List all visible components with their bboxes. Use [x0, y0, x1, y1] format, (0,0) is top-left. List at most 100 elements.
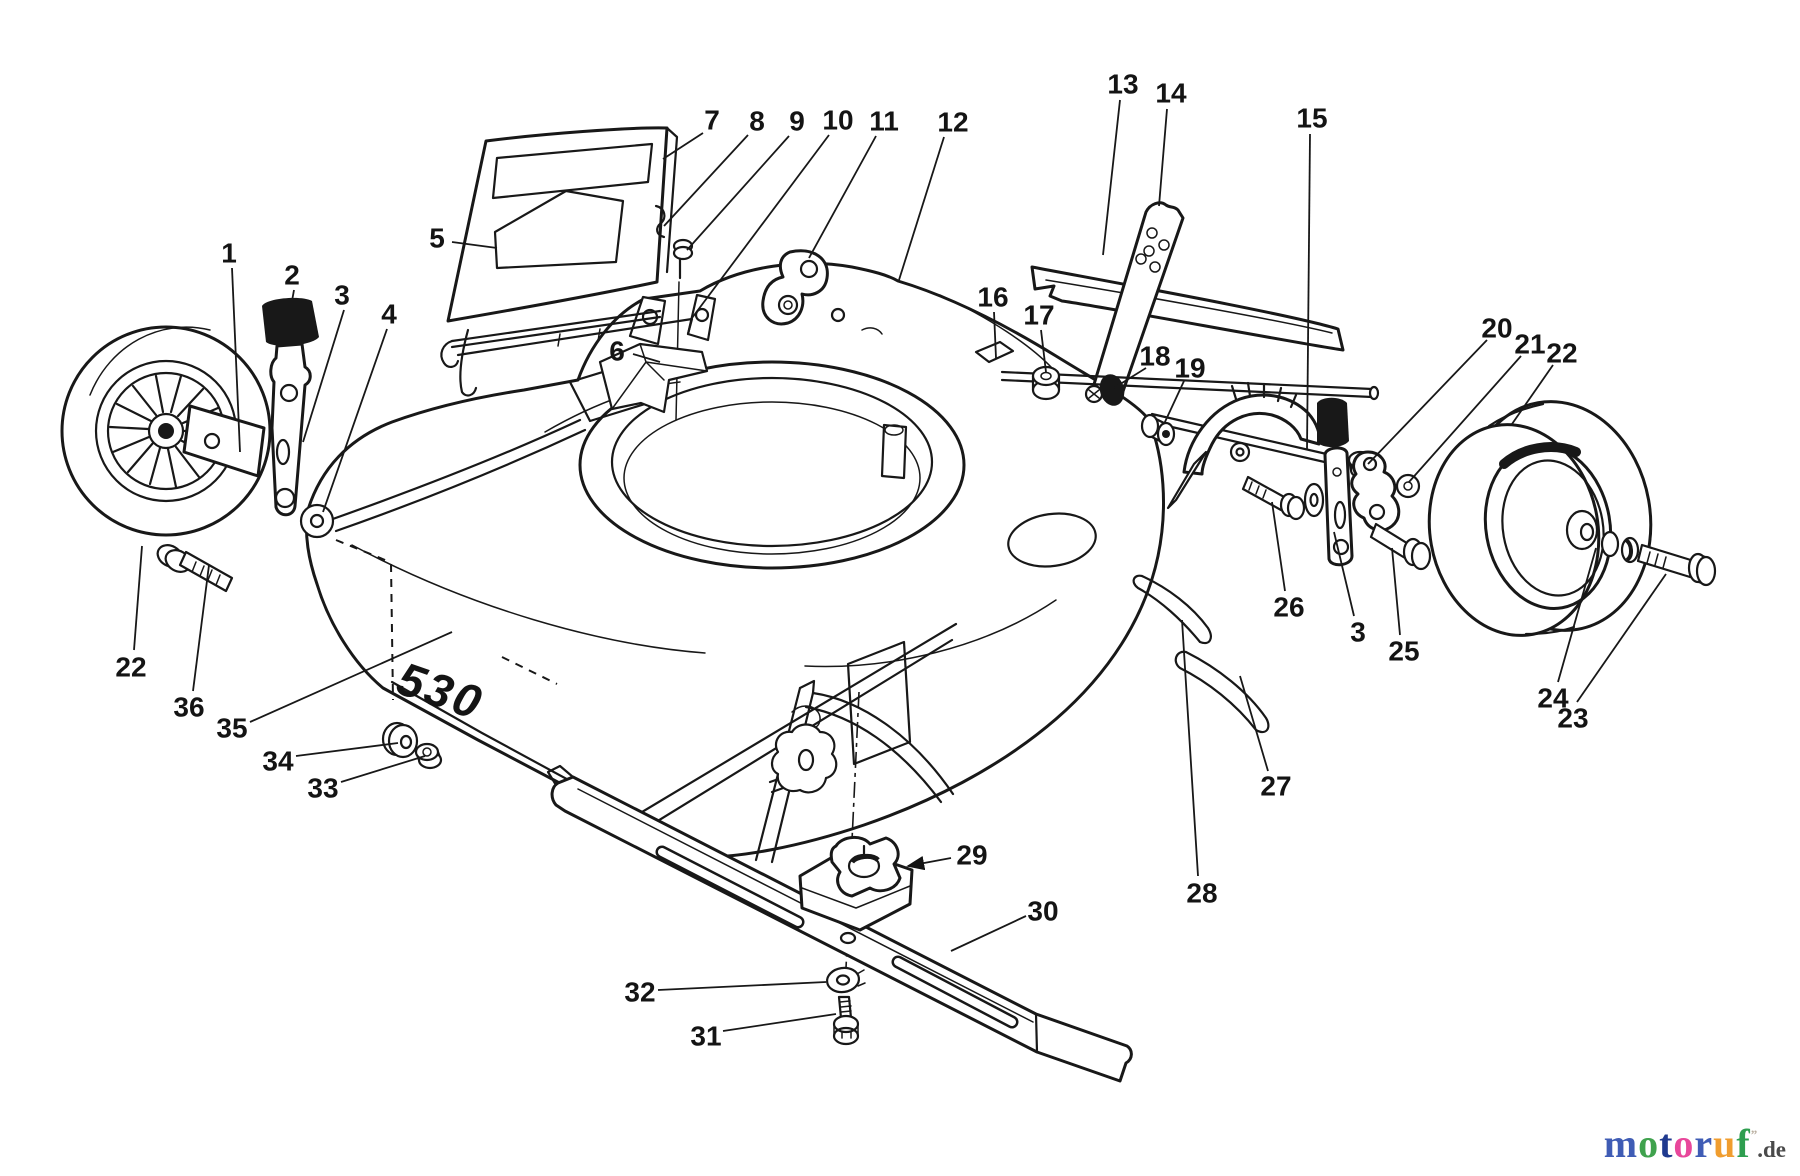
logo-letter: o	[1673, 1121, 1695, 1166]
adapter-flange-edge	[801, 885, 911, 909]
rim-inner	[1501, 459, 1605, 597]
ring-inner-floor	[623, 401, 921, 555]
deck-dash-line-a	[335, 539, 391, 563]
callout-leader-line	[249, 631, 453, 723]
axle-bolt-head-facets	[1697, 553, 1707, 586]
wheel-bolt-shaft	[178, 550, 234, 593]
lock-washer-outer	[825, 966, 861, 994]
callout-label: 7	[704, 105, 720, 136]
axle-bolt-shaft	[1636, 543, 1696, 579]
bolt-threads	[1248, 481, 1267, 499]
callout-leader-line	[1102, 99, 1121, 256]
deck-post-hole	[830, 307, 846, 323]
callout-leader-line	[1239, 675, 1269, 772]
callout-label: 4	[381, 299, 397, 330]
rod-end-cap	[1368, 385, 1380, 401]
callout-label: 6	[609, 336, 625, 367]
callout-leader-line	[1306, 133, 1311, 451]
wire-clips	[557, 328, 601, 347]
callout-label: 15	[1296, 103, 1327, 134]
callout-label: 22	[1546, 338, 1577, 369]
front-hardware	[381, 721, 443, 770]
callout-leader-line	[192, 564, 210, 692]
adjust-hole	[1135, 253, 1147, 265]
lever-pivot	[1229, 441, 1251, 463]
adjust-hole	[1149, 261, 1161, 273]
callout-leader-line	[722, 1013, 837, 1032]
spring-wire-upper	[450, 309, 662, 343]
axle-washer	[1395, 473, 1421, 499]
callout-label: 11	[869, 106, 899, 137]
logo-letter: o	[1638, 1121, 1660, 1166]
adjuster-lever-left	[269, 342, 312, 517]
callout-leader-line	[1181, 619, 1199, 877]
ferrule-left	[1140, 413, 1160, 439]
lever-hole-top	[279, 383, 299, 403]
blade-bolt	[832, 995, 860, 1046]
callout-leader-line	[1367, 339, 1488, 465]
callout-leader-line	[632, 353, 661, 363]
callout-label: 24	[1537, 683, 1569, 714]
baffle-bracket	[598, 342, 709, 414]
vent-slot-lower	[1174, 650, 1270, 734]
carriage-bolt	[1241, 475, 1306, 521]
plate-outline	[446, 126, 669, 323]
pivot-link	[1350, 450, 1432, 571]
callout-leader-line	[231, 267, 241, 453]
callout-label: 26	[1273, 592, 1304, 623]
mount-tower-right-hole	[694, 307, 710, 323]
deflector-inner-line	[1045, 279, 1333, 334]
axle-bolt	[1636, 543, 1717, 587]
pivot-bracket	[761, 249, 829, 326]
mount-rod	[456, 317, 694, 357]
rod-screw-cross	[1088, 389, 1100, 399]
adjuster-knob-right	[1317, 397, 1349, 448]
pivot-washer-hole	[309, 513, 325, 529]
tire-top-edge	[1487, 402, 1545, 428]
flat-washer-hole	[399, 734, 413, 750]
callout-leader-line	[1408, 355, 1522, 483]
wheel-bushing	[1600, 530, 1640, 564]
axle-rod-assembly	[1000, 365, 1380, 468]
mount-tower-right	[686, 293, 717, 342]
strip-hole-top	[1332, 467, 1342, 477]
callout-leader-line	[663, 134, 749, 227]
bolt-head-back	[1286, 495, 1306, 521]
left-height-adjuster	[262, 297, 335, 539]
frame-latch-detail	[791, 705, 821, 729]
logo-wordmark: motoruf	[1604, 1121, 1751, 1166]
frame-right-leg-inner	[804, 705, 943, 804]
rim-shading	[1499, 442, 1581, 469]
bracket-hole-upper	[799, 259, 819, 279]
callout-leader-line	[950, 915, 1027, 952]
blade-bolt-head-sides	[833, 1023, 859, 1039]
adapter-cam	[829, 836, 902, 898]
rod-washer	[1303, 482, 1325, 518]
deck-dash-line-b	[390, 563, 394, 701]
locknut-hole	[422, 747, 432, 757]
height-bracket-outline	[1090, 201, 1185, 402]
callout-leader-line	[993, 311, 997, 359]
bracket-hole-lower-inner	[783, 300, 793, 310]
lock-washer	[825, 966, 866, 994]
callout-label: 22	[115, 652, 146, 683]
rod-upper-line2	[1000, 378, 1374, 399]
callout-leader-line	[295, 742, 399, 757]
motoruf-logo[interactable]: motoruf”.de	[1604, 1124, 1786, 1164]
deck-arc-mark	[861, 327, 883, 335]
callout-leader-line	[1511, 364, 1554, 425]
callout-label: 36	[173, 692, 204, 723]
blade	[546, 764, 1133, 1083]
callout-leader-line	[322, 328, 388, 513]
callout-label: 28	[1186, 878, 1217, 909]
callout-leader-line	[133, 545, 143, 651]
plate-side-depth	[665, 126, 679, 274]
rod-upper-line1	[1000, 370, 1374, 391]
axle-bolt-head-back	[1695, 555, 1717, 587]
blade-bolt-threads	[839, 1000, 852, 1013]
callout-leader-line	[283, 289, 295, 346]
wheel-bolt	[156, 544, 234, 593]
right-height-adjuster	[1166, 381, 1432, 571]
